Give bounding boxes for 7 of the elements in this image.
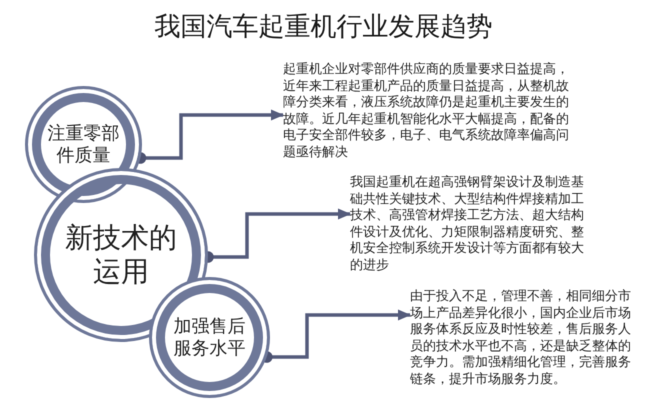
circle-label: 加强售后服务水平 (172, 316, 246, 360)
description-text: 起重机企业对零部件供应商的质量要求日益提高，近年来工程起重机产品的质量日益提高，从整机故障分类来看，液压系统故障仍是起重机主要发生的故障。近几年起重机智能化水平大幅提高，配备的电子安全部件较多，电子、电气系统故障率偏高问题亟待解决 (283, 61, 570, 160)
circle-label: 新技术的运用 (64, 221, 178, 289)
description-text: 我国起重机在超高强钢臂架设计及制造基础共性关键技术、大型结构件焊接精加工技术、高强管材焊接工艺方法、超大结构件设计及优化、力矩限制器精度研究、整机安全控制系统开发设计等方面都有较大的进步 (350, 174, 585, 273)
circle-label: 注重零部件质量 (46, 122, 120, 166)
description-text: 由于投入不足，管理不善，相同细分市场上产品差异化很小，国内企业后市场服务体系反应及时性较差，售后服务人员的技术水平也不高，还是缺乏整体的竞争力。需加强精细化管理，完善服务链条，提升市场服务力度。 (410, 288, 632, 387)
diagram-title: 我国汽车起重机行业发展趋势 (154, 10, 492, 43)
